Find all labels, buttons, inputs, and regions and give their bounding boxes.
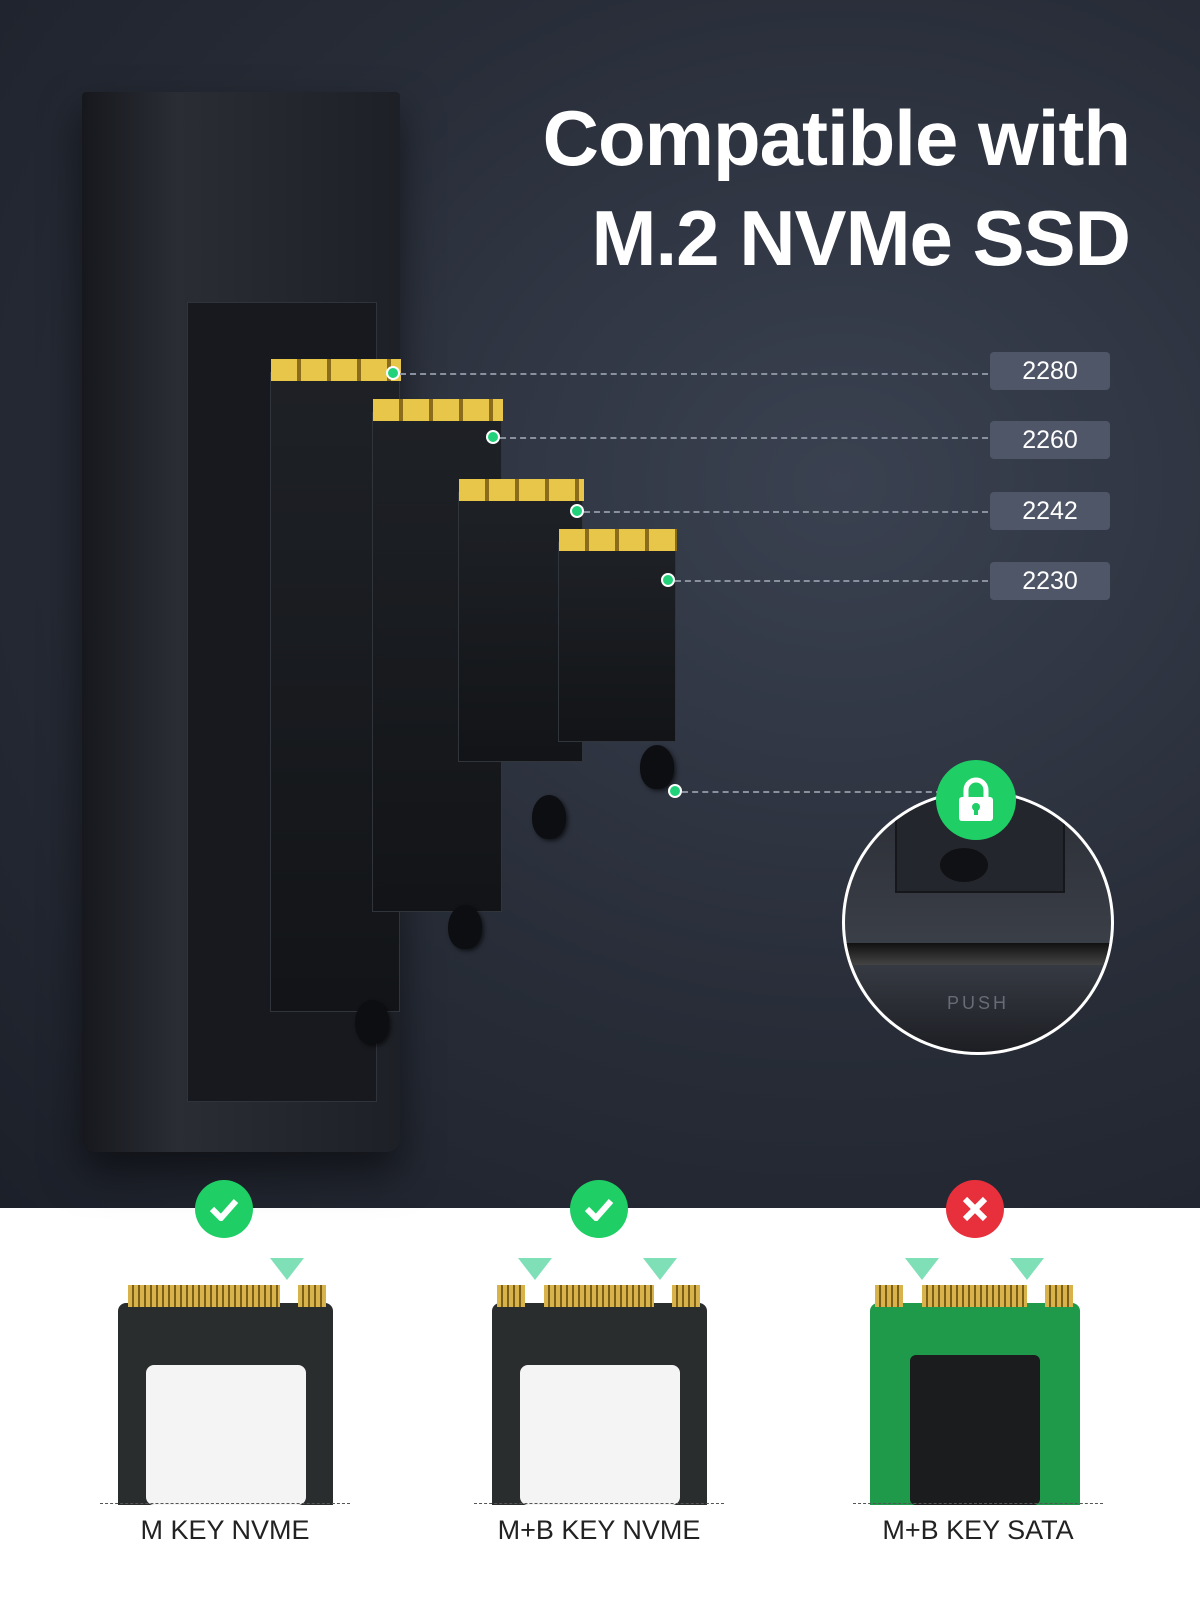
headline: Compatible with M.2 NVMe SSD bbox=[542, 88, 1131, 288]
caption-m-key-nvme: M KEY NVME bbox=[140, 1515, 310, 1545]
hero-panel: Compatible with M.2 NVMe SSD 2280 2260 2… bbox=[0, 0, 1200, 1208]
ssd-2230-image bbox=[558, 529, 677, 742]
marker-dot bbox=[386, 366, 400, 380]
marker-dot bbox=[486, 430, 500, 444]
divider bbox=[474, 1503, 724, 1504]
size-badge-2230: 2230 bbox=[990, 562, 1110, 600]
leader-line bbox=[500, 437, 988, 439]
x-icon bbox=[946, 1180, 1004, 1238]
leader-line bbox=[682, 791, 942, 793]
leader-line bbox=[675, 580, 988, 582]
screw-icon bbox=[355, 1000, 389, 1044]
lock-icon bbox=[936, 760, 1016, 840]
screw-icon bbox=[532, 795, 566, 839]
key-notch-marker bbox=[1010, 1258, 1044, 1280]
leader-line bbox=[400, 373, 988, 375]
check-icon bbox=[195, 1180, 253, 1238]
headline-line-1: Compatible with bbox=[542, 94, 1131, 182]
marker-dot bbox=[570, 504, 584, 518]
screw-icon bbox=[640, 745, 674, 789]
key-notch-marker bbox=[518, 1258, 552, 1280]
key-notch-marker bbox=[643, 1258, 677, 1280]
divider bbox=[853, 1503, 1103, 1504]
size-badge-2260: 2260 bbox=[990, 421, 1110, 459]
m-key-nvme-image bbox=[118, 1285, 333, 1505]
headline-line-2: M.2 NVMe SSD bbox=[591, 194, 1131, 282]
screw-knob bbox=[940, 848, 988, 882]
marker-dot bbox=[661, 573, 675, 587]
size-badge-2280: 2280 bbox=[990, 352, 1110, 390]
mb-key-sata-image bbox=[870, 1285, 1080, 1505]
mb-key-nvme-image bbox=[492, 1285, 707, 1505]
caption-mb-key-nvme: M+B KEY NVME bbox=[497, 1515, 701, 1545]
leader-line bbox=[584, 511, 988, 513]
key-notch-marker bbox=[905, 1258, 939, 1280]
key-notch-marker bbox=[270, 1258, 304, 1280]
divider bbox=[100, 1503, 350, 1504]
push-text: PUSH bbox=[946, 993, 1009, 1013]
size-badge-2242: 2242 bbox=[990, 492, 1110, 530]
marker-dot bbox=[668, 784, 682, 798]
caption-mb-key-sata: M+B KEY SATA bbox=[882, 1515, 1074, 1545]
check-icon bbox=[570, 1180, 628, 1238]
screw-icon bbox=[448, 905, 482, 949]
